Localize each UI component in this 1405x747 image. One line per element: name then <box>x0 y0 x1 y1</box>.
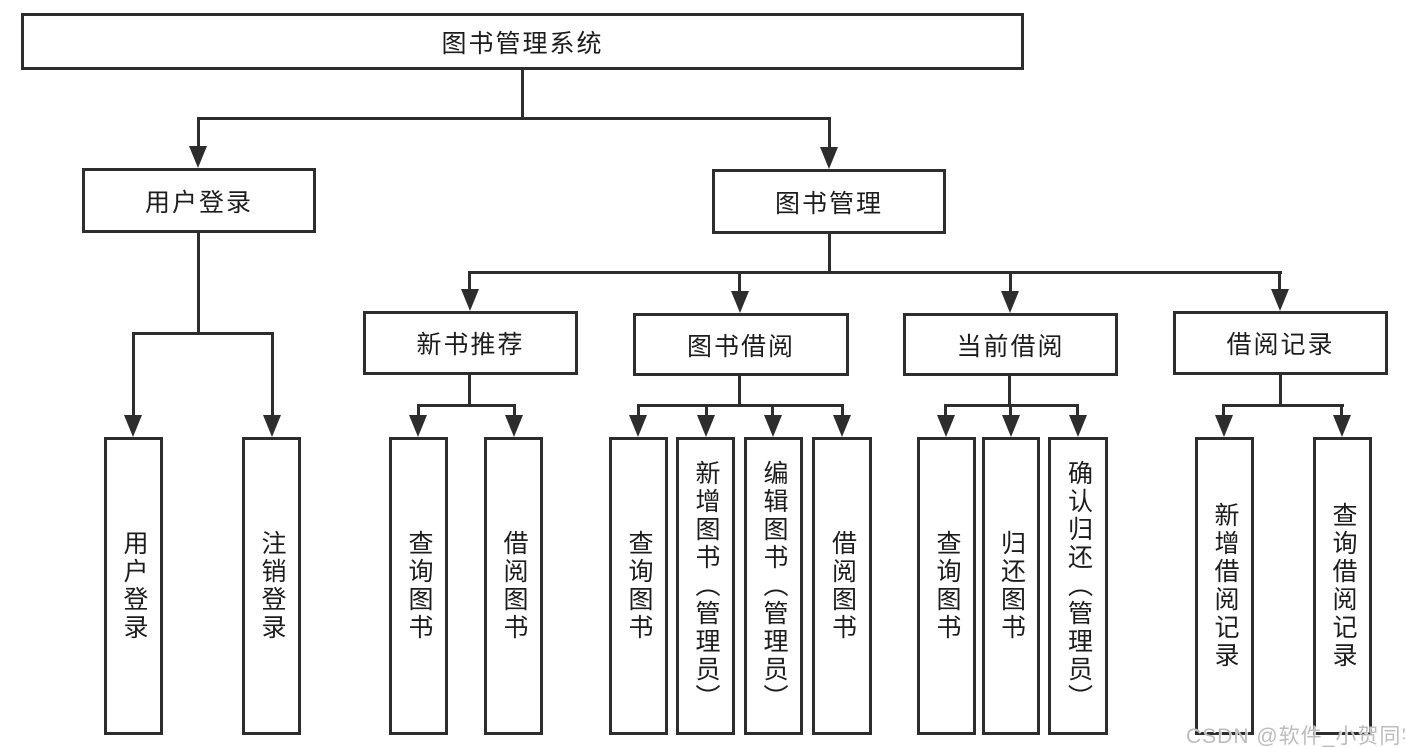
leaf-label: 确认归还（管理员） <box>1064 460 1093 712</box>
arrowhead-down-icon <box>1215 415 1233 437</box>
leaf-br-query-borrow-record: 查询借阅记录 <box>1313 437 1372 735</box>
node-label: 图书管理系统 <box>441 29 604 58</box>
connector-line <box>417 404 516 407</box>
arrowhead-down-icon <box>505 415 523 437</box>
connector-line <box>828 117 831 150</box>
node-label: 图书借阅 <box>686 332 795 361</box>
node-label: 借阅记录 <box>1226 331 1335 359</box>
arrowhead-down-icon <box>820 147 838 169</box>
arrowhead-down-icon <box>629 415 647 437</box>
node-borrow-records: 借阅记录 <box>1173 311 1388 375</box>
leaf-label: 归还图书 <box>997 530 1026 642</box>
connector-line <box>197 232 200 335</box>
leaf-cb-return-books: 归还图书 <box>982 437 1040 735</box>
connector-line <box>1222 404 1225 417</box>
connector-line <box>944 404 947 417</box>
connector-line <box>1222 404 1344 407</box>
leaf-br-add-borrow-record: 新增借阅记录 <box>1195 437 1254 735</box>
leaf-nbr-query-books: 查询图书 <box>389 437 448 735</box>
node-user-login: 用户登录 <box>82 168 316 233</box>
leaf-label: 编辑图书（管理员） <box>760 460 788 712</box>
connector-line <box>132 332 135 417</box>
connector-line <box>828 233 831 273</box>
leaf-label: 用户登录 <box>120 530 148 642</box>
connector-line <box>513 404 516 417</box>
connector-line <box>197 117 200 148</box>
node-root-book-management-system: 图书管理系统 <box>21 13 1024 70</box>
node-label: 新书推荐 <box>416 331 525 359</box>
connector-line <box>1076 404 1079 417</box>
leaf-logout: 注销登录 <box>242 437 301 735</box>
connector-line <box>468 271 1282 274</box>
arrowhead-down-icon <box>189 146 207 168</box>
leaf-label: 借阅图书 <box>500 530 528 642</box>
arrowhead-down-icon <box>124 415 142 437</box>
arrowhead-down-icon <box>731 291 749 313</box>
node-book-borrow: 图书借阅 <box>633 313 849 376</box>
arrowhead-down-icon <box>1333 415 1351 437</box>
connector-line <box>1009 404 1012 417</box>
arrowhead-down-icon <box>263 415 281 437</box>
connector-line <box>705 404 708 417</box>
arrowhead-down-icon <box>764 415 782 437</box>
watermark-csdn: CSDN @软件_小贺同学 <box>1186 725 1405 747</box>
leaf-user-login: 用户登录 <box>104 437 163 735</box>
connector-line <box>1009 271 1012 294</box>
connector-line <box>771 404 774 417</box>
node-current-borrow: 当前借阅 <box>903 313 1118 376</box>
connector-line <box>1008 376 1011 405</box>
leaf-bb-add-books-admin: 新增图书（管理员） <box>676 437 735 735</box>
leaf-bb-edit-books-admin: 编辑图书（管理员） <box>744 437 803 735</box>
connector-line <box>132 332 274 335</box>
leaf-label: 借阅图书 <box>828 530 857 642</box>
leaf-bb-borrow-books: 借阅图书 <box>812 437 872 735</box>
node-book-management: 图书管理 <box>712 169 946 234</box>
leaf-label: 新增图书（管理员） <box>692 460 720 712</box>
arrowhead-down-icon <box>937 415 955 437</box>
node-label: 当前借阅 <box>956 332 1065 361</box>
leaf-nbr-borrow-books: 借阅图书 <box>484 437 543 735</box>
connector-line <box>738 271 741 294</box>
arrowhead-down-icon <box>461 289 479 311</box>
leaf-label: 查询图书 <box>625 530 653 642</box>
leaf-cb-confirm-return-admin: 确认归还（管理员） <box>1048 437 1108 735</box>
arrowhead-down-icon <box>1001 291 1019 313</box>
arrowhead-down-icon <box>1271 289 1289 311</box>
leaf-cb-query-books: 查询图书 <box>917 437 976 735</box>
connector-line <box>738 376 741 405</box>
connector-line <box>271 332 274 417</box>
arrowhead-down-icon <box>833 415 851 437</box>
arrowhead-down-icon <box>697 415 715 437</box>
connector-line <box>521 69 524 119</box>
connector-line <box>197 117 831 120</box>
connector-line <box>637 404 844 407</box>
connector-line <box>468 375 471 406</box>
leaf-label: 查询借阅记录 <box>1329 502 1357 670</box>
connector-line <box>417 404 420 417</box>
connector-line <box>1340 404 1343 417</box>
leaf-label: 查询图书 <box>933 530 961 642</box>
leaf-label: 查询图书 <box>405 530 433 642</box>
connector-line <box>1278 271 1281 292</box>
node-label: 图书管理 <box>774 189 883 218</box>
arrowhead-down-icon <box>1002 415 1020 437</box>
arrowhead-down-icon <box>409 415 427 437</box>
connector-line <box>468 271 471 292</box>
node-label: 用户登录 <box>144 188 253 217</box>
leaf-label: 注销登录 <box>258 530 286 642</box>
leaf-label: 新增借阅记录 <box>1211 502 1239 670</box>
leaf-bb-query-books: 查询图书 <box>609 437 668 735</box>
connector-line <box>1279 375 1282 405</box>
arrowhead-down-icon <box>1069 415 1087 437</box>
connector-line <box>841 404 844 417</box>
node-new-book-recommend: 新书推荐 <box>363 311 578 375</box>
connector-line <box>637 404 640 417</box>
